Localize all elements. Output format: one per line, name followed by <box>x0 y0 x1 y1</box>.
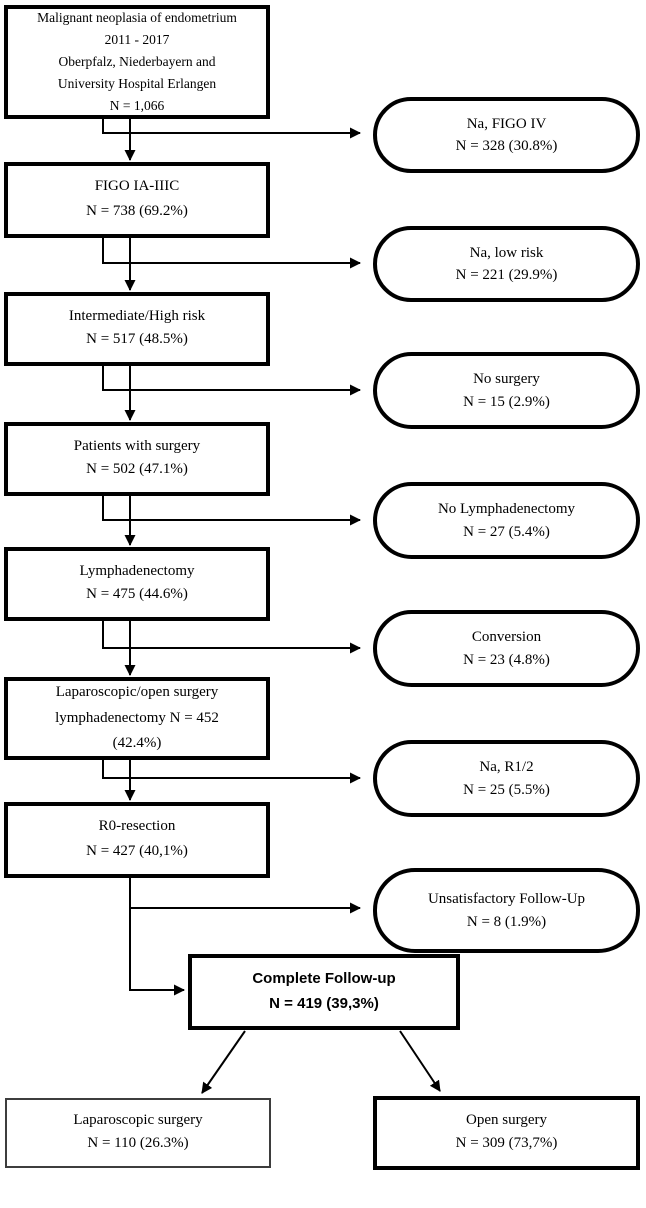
box-label: Intermediate/High risk <box>68 308 206 324</box>
exclusion-label: Unsatisfactory Follow-Up <box>427 891 586 907</box>
exclusion-count: N = 25 (5.5%) <box>463 781 550 798</box>
exclusion-count: N = 8 (1.9%) <box>466 913 547 930</box>
box-lymphadenectomy: Lymphadenectomy N = 475 (44.6%) <box>4 547 270 621</box>
exclusion-count: N = 15 (2.9%) <box>463 393 550 410</box>
exclusion-unsatisfactory-followup: Unsatisfactory Follow-Up N = 8 (1.9%) <box>373 868 640 953</box>
cohort-count: N = 1,066 <box>109 97 165 113</box>
box-count: N = 427 (40,1%) <box>86 843 188 859</box>
exclusion-label: No Lymphadenectomy <box>437 501 576 517</box>
connector-elbow-to-exclusion-5 <box>102 621 361 654</box>
box-patients-with-surgery: Patients with surgery N = 502 (47.1%) <box>4 422 270 496</box>
box-figo-ia-iiic: FIGO IA-IIIC N = 738 (69.2%) <box>4 162 270 238</box>
exclusion-label: Na, FIGO IV <box>466 115 547 132</box>
exclusion-label: Na, low risk <box>469 244 544 261</box>
exclusion-no-lymphadenectomy: No Lymphadenectomy N = 27 (5.4%) <box>373 482 640 559</box>
box-label: Patients with surgery <box>73 438 201 454</box>
connector-elbow-to-followup <box>129 878 185 996</box>
connector-elbow-to-exclusion-4 <box>102 496 361 526</box>
exclusion-label: No surgery <box>473 371 540 387</box>
cohort-line: Oberpfalz, Niederbayern and <box>58 54 216 70</box>
box-line: Laparoscopic/open surgery <box>55 683 219 700</box>
exclusion-count: N = 328 (30.8%) <box>455 138 558 154</box>
box-count: N = 475 (44.6%) <box>86 586 188 602</box>
exclusion-conversion: Conversion N = 23 (4.8%) <box>373 610 640 687</box>
box-count: N = 738 (69.2%) <box>86 203 188 219</box>
exclusion-count: N = 221 (29.9%) <box>455 267 558 283</box>
exclusion-label: Conversion <box>471 629 542 645</box>
box-laparoscopic-open-surgery: Laparoscopic/open surgery lymphadenectom… <box>4 677 270 760</box>
box-open-surgery: Open surgery N = 309 (73,7%) <box>373 1096 640 1170</box>
box-label: Lymphadenectomy <box>79 563 195 579</box>
exclusion-na-low-risk: Na, low risk N = 221 (29.9%) <box>373 226 640 302</box>
exclusion-na-r1-2: Na, R1/2 N = 25 (5.5%) <box>373 740 640 817</box>
box-cohort-total: Malignant neoplasia of endometrium 2011 … <box>4 5 270 119</box>
box-label: R0-resection <box>98 818 176 834</box>
box-label: FIGO IA-IIIC <box>94 178 180 194</box>
box-label: Complete Follow-up <box>252 970 396 987</box>
cohort-line: 2011 - 2017 <box>104 32 170 48</box>
box-count: N = 419 (39,3%) <box>269 995 379 1012</box>
cohort-line: University Hospital Erlangen <box>57 75 217 91</box>
exclusion-label: Na, R1/2 <box>479 759 534 775</box>
box-label: Laparoscopic surgery <box>73 1112 203 1128</box>
exclusion-count: N = 27 (5.4%) <box>463 523 550 540</box>
connector-elbow-to-exclusion-2 <box>102 238 361 269</box>
exclusion-count: N = 23 (4.8%) <box>463 651 550 668</box>
box-count: N = 309 (73,7%) <box>455 1135 558 1151</box>
box-laparoscopic-surgery: Laparoscopic surgery N = 110 (26.3%) <box>5 1098 271 1168</box>
box-r0-resection: R0-resection N = 427 (40,1%) <box>4 802 270 878</box>
connector-elbow-to-exclusion-1 <box>102 119 361 139</box>
exclusion-na-figo-iv: Na, FIGO IV N = 328 (30.8%) <box>373 97 640 173</box>
connector-elbow-to-exclusion-3 <box>102 366 361 396</box>
box-count: N = 502 (47.1%) <box>86 461 188 477</box>
connector-diagonal-left <box>201 1030 246 1094</box>
exclusion-no-surgery: No surgery N = 15 (2.9%) <box>373 352 640 429</box>
box-count: N = 517 (48.5%) <box>86 331 188 347</box>
box-label: Open surgery <box>466 1112 547 1128</box>
box-intermediate-high-risk: Intermediate/High risk N = 517 (48.5%) <box>4 292 270 366</box>
connector-diagonal-right <box>399 1030 441 1092</box>
box-line: lymphadenectomy N = 452 <box>55 709 219 726</box>
box-line: (42.4%) <box>112 735 162 752</box>
cohort-line: Malignant neoplasia of endometrium <box>37 10 237 26</box>
box-complete-followup: Complete Follow-up N = 419 (39,3%) <box>188 954 460 1030</box>
connector-elbow-to-exclusion-6 <box>102 760 361 784</box>
box-count: N = 110 (26.3%) <box>87 1135 189 1151</box>
